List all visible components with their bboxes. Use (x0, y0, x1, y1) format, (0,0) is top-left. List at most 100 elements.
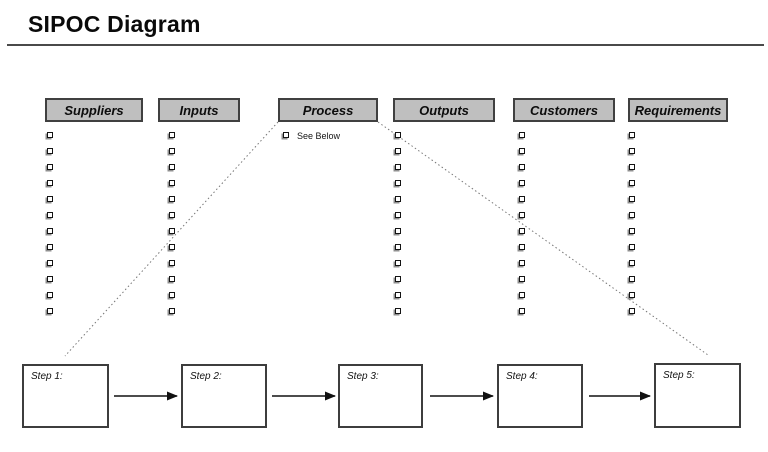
column-header-inputs: Inputs (158, 98, 240, 122)
checkbox-item (393, 259, 401, 275)
page-title: SIPOC Diagram (28, 11, 201, 37)
checkbox-icon (47, 244, 53, 250)
checkbox-icon (169, 308, 175, 314)
checkbox-icon (169, 260, 175, 266)
checkbox-icon (47, 228, 53, 234)
checkbox-item (517, 259, 525, 275)
checkbox-item (517, 163, 525, 179)
checkbox-icon (395, 308, 401, 314)
process-step-box-1: Step 1: (22, 364, 109, 428)
checkbox-icon (395, 260, 401, 266)
checkbox-icon (47, 308, 53, 314)
checkbox-icon (395, 180, 401, 186)
process-note-label: See Below (297, 131, 341, 141)
checkbox-icon (395, 132, 401, 138)
checkbox-list-outputs (393, 131, 401, 323)
checkbox-item (45, 243, 53, 259)
checkbox-icon (519, 276, 525, 282)
checkbox-item (393, 275, 401, 291)
checkbox-icon (47, 196, 53, 202)
checkbox-icon (519, 292, 525, 298)
checkbox-item (393, 163, 401, 179)
checkbox-item (517, 179, 525, 195)
checkbox-item (393, 179, 401, 195)
checkbox-item (627, 291, 635, 307)
checkbox-item (45, 131, 53, 147)
process-step-box-2: Step 2: (181, 364, 267, 428)
step-label: Step 1: (31, 371, 63, 382)
checkbox-icon (395, 292, 401, 298)
checkbox-icon (629, 148, 635, 154)
checkbox-item (167, 227, 175, 243)
checkbox-item (517, 307, 525, 323)
checkbox-item (627, 227, 635, 243)
checkbox-item (393, 227, 401, 243)
checkbox-item (167, 275, 175, 291)
checkbox-icon (169, 228, 175, 234)
checkbox-item (627, 275, 635, 291)
checkbox-item (517, 147, 525, 163)
column-header-customers: Customers (513, 98, 615, 122)
checkbox-icon (519, 180, 525, 186)
checkbox-icon (47, 164, 53, 170)
checkbox-icon (629, 180, 635, 186)
checkbox-list-customers (517, 131, 525, 323)
checkbox-icon (395, 196, 401, 202)
checkbox-item (393, 195, 401, 211)
checkbox-item (627, 147, 635, 163)
checkbox-icon (629, 212, 635, 218)
checkbox-icon (47, 148, 53, 154)
checkbox-list-inputs (167, 131, 175, 323)
checkbox-item (167, 243, 175, 259)
checkbox-item (45, 227, 53, 243)
column-header-process: Process (278, 98, 378, 122)
checkbox-item (627, 179, 635, 195)
checkbox-item (393, 243, 401, 259)
checkbox-icon (47, 292, 53, 298)
checkbox-item (167, 147, 175, 163)
column-header-suppliers: Suppliers (45, 98, 143, 122)
title-divider (7, 44, 764, 46)
checkbox-item (167, 307, 175, 323)
checkbox-item (627, 163, 635, 179)
checkbox-icon (283, 132, 289, 138)
checkbox-item (393, 131, 401, 147)
checkbox-item (45, 195, 53, 211)
checkbox-item (167, 131, 175, 147)
checkbox-item (45, 307, 53, 323)
checkbox-icon (395, 244, 401, 250)
step-label: Step 5: (663, 370, 695, 381)
checkbox-item (393, 147, 401, 163)
checkbox-item (517, 291, 525, 307)
checkbox-item (517, 195, 525, 211)
checkbox-item (167, 179, 175, 195)
checkbox-icon (395, 148, 401, 154)
checkbox-item (45, 211, 53, 227)
checkbox-item (517, 227, 525, 243)
checkbox-item (45, 275, 53, 291)
checkbox-icon (169, 132, 175, 138)
checkbox-item (45, 147, 53, 163)
checkbox-item (45, 291, 53, 307)
checkbox-item (167, 211, 175, 227)
checkbox-icon (47, 212, 53, 218)
checkbox-icon (47, 132, 53, 138)
step-label: Step 2: (190, 371, 222, 382)
checkbox-item (627, 259, 635, 275)
checkbox-icon (629, 228, 635, 234)
checkbox-item (393, 307, 401, 323)
checkbox-item (627, 195, 635, 211)
checkbox-icon (395, 212, 401, 218)
checkbox-item (45, 179, 53, 195)
checkbox-item (45, 163, 53, 179)
checkbox-icon (519, 164, 525, 170)
checkbox-icon (629, 292, 635, 298)
checkbox-icon (519, 132, 525, 138)
checkbox-icon (629, 196, 635, 202)
checkbox-item: See Below (281, 131, 340, 147)
checkbox-icon (629, 132, 635, 138)
process-step-box-5: Step 5: (654, 363, 741, 428)
checkbox-item (393, 211, 401, 227)
checkbox-icon (629, 276, 635, 282)
checkbox-icon (629, 308, 635, 314)
